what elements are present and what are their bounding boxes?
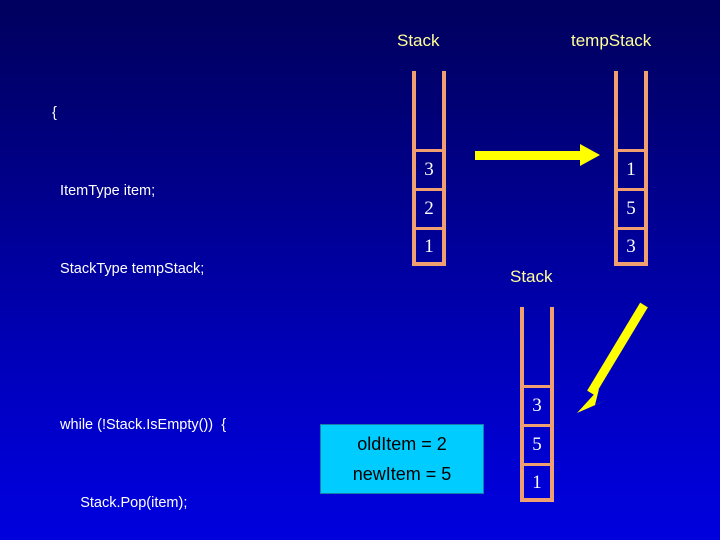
code-line: ItemType item; <box>52 183 156 199</box>
code-line: while (!Stack.IsEmpty()) { <box>52 417 227 433</box>
stack-container-top-right: 1 5 3 <box>614 71 648 266</box>
stack-cell: 3 <box>520 385 554 424</box>
stack-container-top-left: 3 2 1 <box>412 71 446 266</box>
code-line: Stack.Pop(item); <box>52 495 188 511</box>
pseudocode-block: { ItemType item; StackType tempStack; wh… <box>52 48 372 540</box>
item-values-note: oldItem = 2 newItem = 5 <box>320 424 484 494</box>
old-item-value: oldItem = 2 <box>357 434 447 454</box>
stack-cell: 3 <box>614 227 648 266</box>
stack-cell: 5 <box>614 188 648 227</box>
stack-cell: 1 <box>412 227 446 266</box>
code-line: StackType tempStack; <box>52 261 205 277</box>
arrow-shaft <box>587 302 648 396</box>
stack-cell: 3 <box>412 149 446 188</box>
arrow-head <box>580 144 600 166</box>
stack-cells-bottom: 3 5 1 <box>520 385 554 502</box>
stack-cell: 1 <box>614 149 648 188</box>
stack-cells-top-right: 1 5 3 <box>614 149 648 266</box>
stack-cell: 2 <box>412 188 446 227</box>
arrow-down-left-icon <box>577 302 648 413</box>
code-line-blank <box>52 334 372 360</box>
stack-label-bottom: Stack <box>510 267 553 286</box>
arrow-shaft <box>475 151 582 160</box>
stack-cells-top-left: 3 2 1 <box>412 149 446 266</box>
stack-container-bottom: 3 5 1 <box>520 307 554 502</box>
code-line: { <box>52 105 57 121</box>
stack-label-top-left: Stack <box>397 31 440 50</box>
arrow-head <box>577 389 609 413</box>
stack-label-top-right: tempStack <box>571 31 652 50</box>
stack-cell: 5 <box>520 424 554 463</box>
new-item-value: newItem = 5 <box>352 464 452 484</box>
stack-cell: 1 <box>520 463 554 502</box>
